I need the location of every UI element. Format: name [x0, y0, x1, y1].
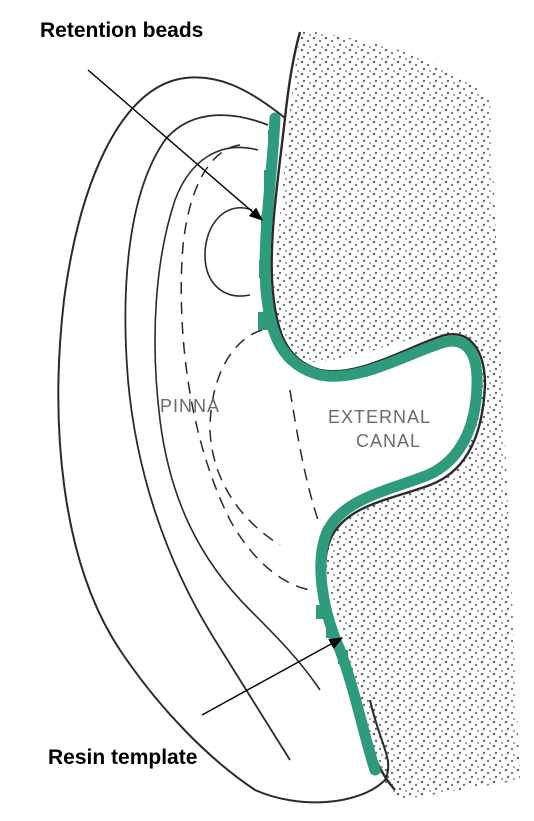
- dashed-cartilage-line-3: [290, 390, 318, 520]
- retention-bead: [316, 605, 326, 619]
- resin-template-arrow: [202, 638, 342, 715]
- retention-beads-callout: Retention beads: [40, 19, 203, 43]
- external-canal-label-line2: CANAL: [356, 431, 421, 451]
- retention-beads-arrow: [88, 70, 262, 220]
- retention-bead: [264, 170, 274, 188]
- retention-bead: [259, 260, 269, 278]
- external-canal-label-line1: EXTERNAL: [328, 407, 431, 427]
- retention-bead: [261, 215, 271, 233]
- dashed-cartilage-line-2: [210, 330, 280, 545]
- pinna-label: PINNA: [160, 396, 220, 416]
- retention-bead: [326, 624, 336, 638]
- retention-bead: [338, 650, 348, 664]
- concha-outline: [205, 208, 252, 296]
- retention-bead: [258, 312, 268, 330]
- retention-bead: [268, 130, 278, 148]
- resin-template-callout: Resin template: [48, 746, 197, 770]
